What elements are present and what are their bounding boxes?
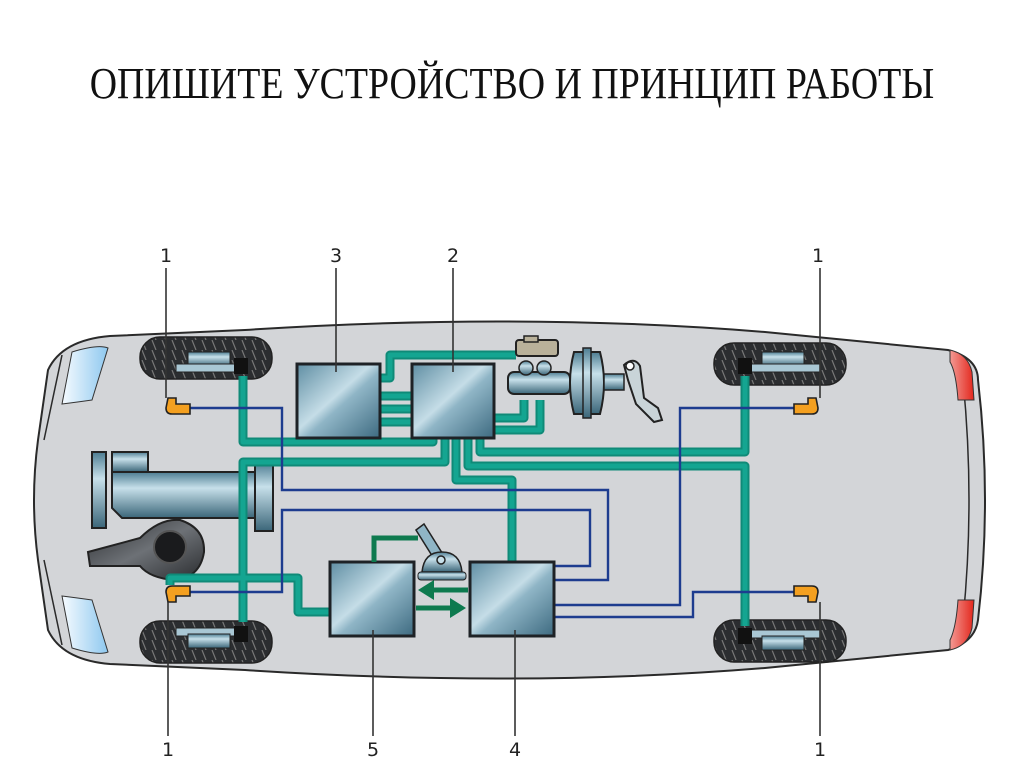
signal-arrow-left bbox=[418, 580, 468, 600]
engine bbox=[86, 451, 274, 582]
tail-light-top bbox=[949, 349, 975, 401]
sensor-wires bbox=[190, 406, 800, 619]
unit-2-box bbox=[410, 362, 496, 440]
wheel-front-right bbox=[713, 342, 847, 386]
callout-1-rear-right: 1 bbox=[814, 739, 826, 761]
sensor-front-right bbox=[793, 397, 819, 415]
callout-1-front-right: 1 bbox=[812, 245, 824, 267]
callout-1-front-left: 1 bbox=[160, 245, 172, 267]
sensor-rear-right bbox=[793, 585, 819, 603]
sensor-rear-left bbox=[165, 585, 191, 603]
tail-light-bottom bbox=[949, 599, 975, 651]
callout-1-rear-left: 1 bbox=[162, 739, 174, 761]
wheel-front-left bbox=[139, 336, 273, 380]
master-cylinder bbox=[507, 335, 571, 395]
sensor-front-left bbox=[165, 397, 191, 415]
headlight-left-bottom bbox=[61, 595, 109, 654]
callout-4: 4 bbox=[509, 739, 521, 761]
slide-title: ОПИШИТЕ УСТРОЙСТВО И ПРИНЦИП РАБОТЫ bbox=[89, 59, 935, 108]
headlight-left-top bbox=[61, 346, 109, 405]
wheel-rear-right bbox=[713, 619, 847, 663]
signal-arrow-right bbox=[416, 598, 466, 618]
wheel-rear-left bbox=[139, 620, 273, 664]
callout-3: 3 bbox=[330, 245, 342, 267]
unit-3-box bbox=[295, 362, 382, 440]
unit-4-box bbox=[468, 560, 556, 638]
leader-lines bbox=[165, 268, 821, 736]
brake-pedal bbox=[622, 359, 664, 424]
callout-5: 5 bbox=[367, 739, 379, 761]
brake-booster bbox=[569, 347, 625, 419]
unit-5-box bbox=[328, 560, 416, 638]
callout-2: 2 bbox=[447, 245, 459, 267]
selector-lever bbox=[371, 522, 467, 581]
